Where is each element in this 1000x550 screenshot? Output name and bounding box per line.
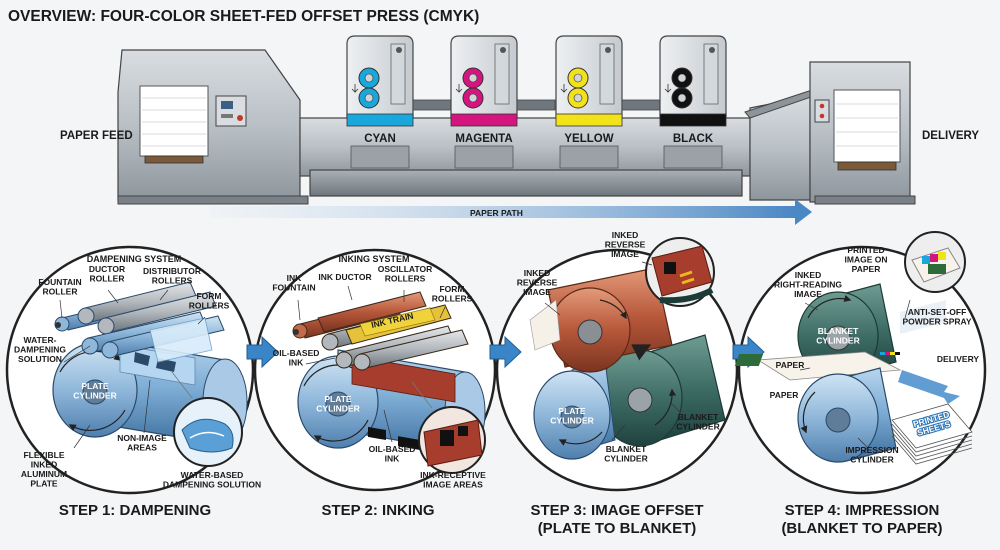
ink-color-bar (346, 113, 414, 127)
unit-label: MAGENTA (455, 133, 512, 145)
impression-illustration (734, 231, 973, 465)
dampening-system-header: DAMPENING SYSTEM (87, 254, 182, 264)
print-unit-black: BLACK (659, 35, 727, 169)
inking-illustration: INK TRAIN (292, 291, 486, 474)
delivery-label: DELIVERY (922, 130, 979, 142)
unit-label: CYAN (364, 133, 396, 145)
dampening-leader-lines (59, 289, 206, 449)
print-units: CYAN MAGENTA YELLOW BLACK (346, 35, 727, 169)
step-4-caption-line2: (BLANKET TO PAPER) (781, 520, 942, 537)
print-unit-cyan: CYAN (346, 35, 414, 169)
step-3-caption-line1: STEP 3: IMAGE OFFSET (530, 502, 703, 519)
ink-color-bar (450, 113, 518, 127)
paper-path-label: PAPER PATH (470, 208, 523, 218)
ink-color-bar (555, 113, 623, 127)
step-captions: STEP 1: DAMPENING STEP 2: INKING STEP 3:… (59, 502, 943, 537)
impression-leader-lines (799, 299, 911, 449)
unit-label: YELLOW (564, 133, 613, 145)
print-unit-magenta: MAGENTA (450, 35, 518, 169)
step-4-caption-line1: STEP 4: IMPRESSION (785, 502, 940, 519)
delivery-label-step4: DELIVERY (937, 354, 980, 364)
step-1-caption: STEP 1: DAMPENING (59, 502, 211, 519)
unit-label: BLACK (673, 133, 714, 145)
inking-leader-lines (297, 285, 446, 443)
inking-system-header: INKING SYSTEM (338, 254, 409, 264)
paper-feed-label: PAPER FEED (60, 130, 133, 142)
paper-label: PAPER (770, 390, 799, 400)
step-2-caption: STEP 2: INKING (321, 502, 434, 519)
print-unit-yellow: YELLOW (555, 35, 623, 169)
paper-path-arrow: PAPER PATH (210, 199, 812, 225)
dampening-illustration (52, 281, 248, 467)
offset-illustration (529, 237, 726, 460)
ink-color-bar (659, 113, 727, 127)
offset-leader-lines (544, 261, 681, 441)
paper-sheet-label: PAPER (776, 360, 805, 370)
step-3-caption-line2: (PLATE TO BLANKET) (538, 520, 697, 537)
page-title: OVERVIEW: FOUR-COLOR SHEET-FED OFFSET PR… (8, 8, 479, 25)
ink-ductor-label: INK DUCTOR (318, 272, 371, 282)
